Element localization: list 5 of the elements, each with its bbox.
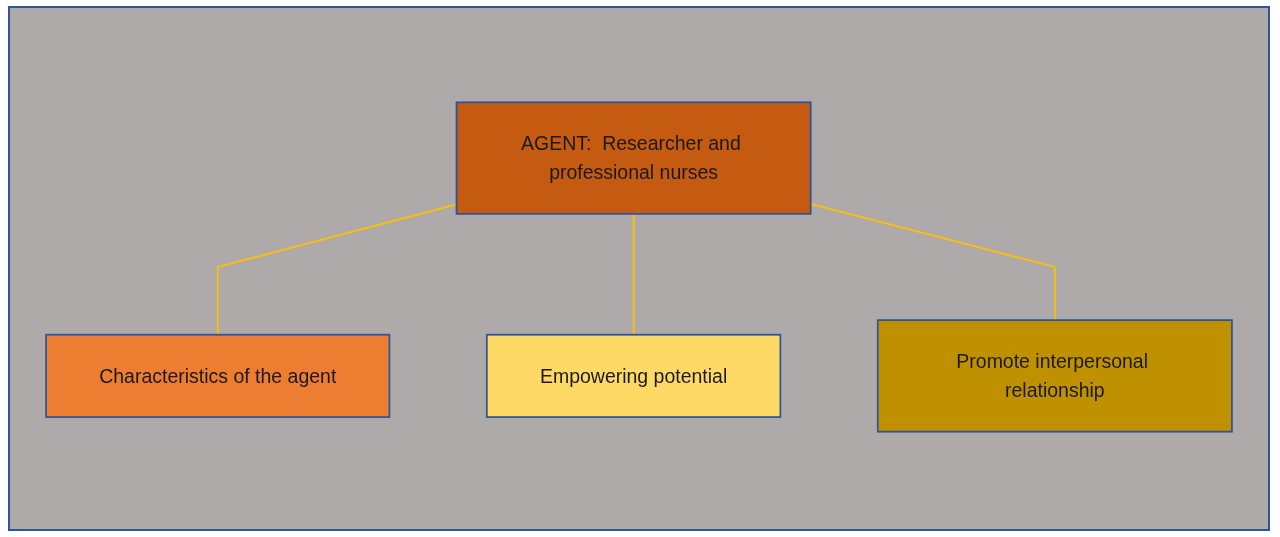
box: Empowering potential xyxy=(485,333,782,418)
connector xyxy=(632,212,635,336)
box: Characteristics of the agent xyxy=(45,333,391,418)
box: Promote interpersonal relationship xyxy=(876,318,1233,433)
box: AGENT: Researcher and professional nurses xyxy=(455,100,812,215)
